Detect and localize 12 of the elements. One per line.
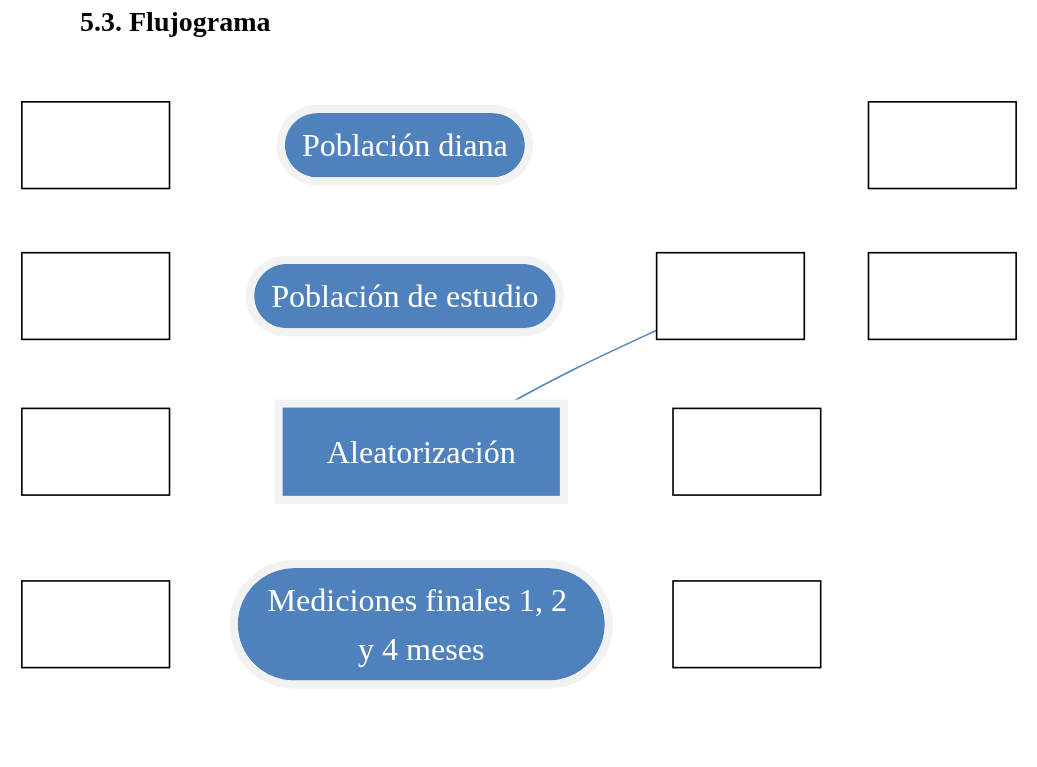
flowchart-drawing: Población diana Población de estudio Aleatorización Mediciones finales 1, 2 y 4 meses	[8, 88, 1029, 698]
node-box	[655, 251, 805, 341]
node-box	[20, 407, 170, 496]
node-box	[20, 251, 170, 341]
node-box	[671, 407, 821, 496]
node-box	[867, 100, 1017, 190]
node-box	[274, 399, 568, 504]
node-box	[20, 100, 170, 190]
node-box	[867, 251, 1017, 341]
node-box	[20, 579, 170, 669]
diagram-title: 5.3. Flujograma	[80, 6, 272, 38]
node-box	[671, 579, 821, 669]
